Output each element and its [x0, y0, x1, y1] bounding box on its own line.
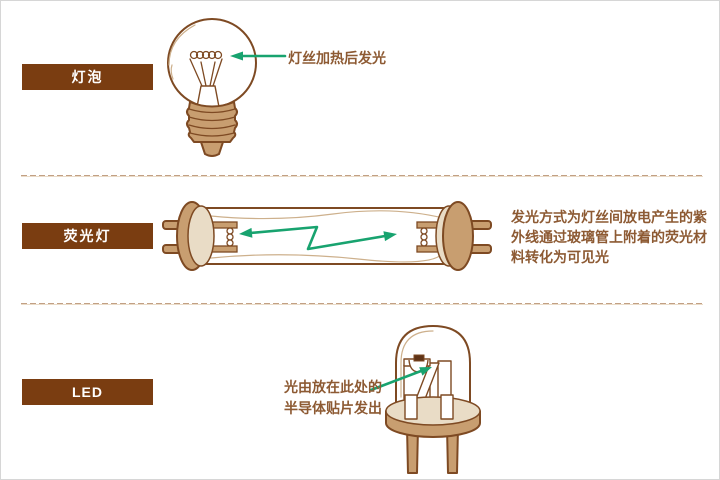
incandescent-bulb-illustration: [167, 18, 257, 157]
glass-highlight-small: [170, 64, 174, 80]
led-flange-base: [385, 394, 481, 438]
label-led-text: LED: [72, 384, 103, 400]
led-arrow-icon: [369, 367, 432, 392]
label-led: LED: [22, 379, 153, 405]
led-annotation: 光由放在此处的半导体贴片发出: [284, 379, 382, 416]
semiconductor-chip: [413, 354, 425, 362]
base-contact: [200, 141, 224, 157]
screw-ridges: [188, 108, 236, 137]
label-fluorescent: 荧光灯: [22, 223, 153, 249]
discharge-zigzag-arrow-icon: [239, 225, 397, 251]
fluorescent-tube-illustration: [162, 201, 492, 271]
fluorescent-annotation: 发光方式为灯丝间放电产生的紫外线通过玻璃管上附着的荧光材料转化为可见光: [511, 209, 707, 265]
led-lamp-illustration: [385, 325, 481, 474]
section-divider-1: [21, 175, 703, 177]
label-bulb: 灯泡: [22, 64, 153, 90]
right-end-cap: [435, 201, 474, 271]
bulb-annotation: 灯丝加热后发光: [288, 50, 386, 66]
right-electrode: [416, 221, 446, 253]
glass-reflection-bottom: [210, 252, 444, 263]
led-internal-leads: [403, 358, 452, 400]
dome-inner-line: [400, 330, 434, 398]
glass-highlight: [168, 24, 196, 66]
filament-coil: [189, 50, 223, 60]
bulb-arrow-icon: [230, 51, 287, 61]
label-bulb-text: 灯泡: [71, 69, 104, 85]
left-end-cap: [176, 201, 215, 271]
section-divider-2: [21, 303, 703, 305]
filament-supports: [189, 58, 223, 87]
label-fluorescent-text: 荧光灯: [63, 228, 112, 244]
glass-reflection-top: [210, 210, 444, 220]
